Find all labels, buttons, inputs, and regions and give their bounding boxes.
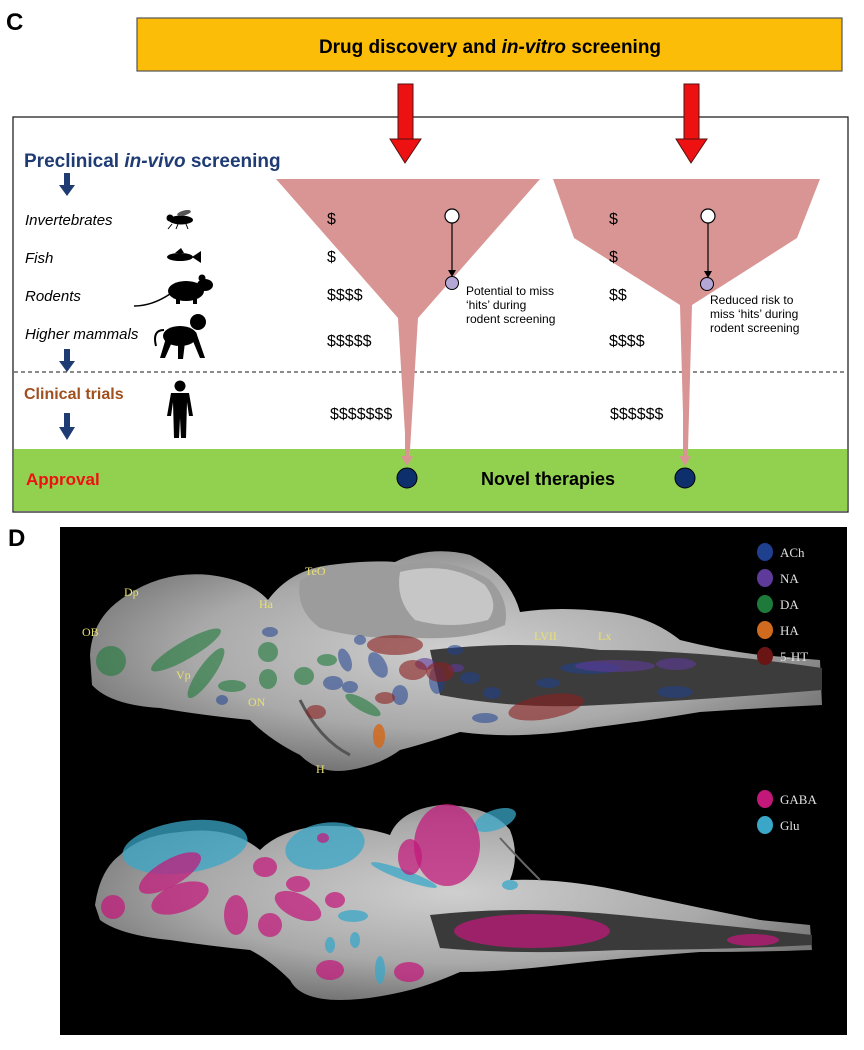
region-label-h: H [316, 762, 325, 776]
cost-right-clinical: $$$$$$ [610, 406, 663, 423]
legend-label-da: DA [780, 597, 799, 612]
legend-swatch-da [757, 595, 773, 613]
legend-swatch-ach [757, 543, 773, 561]
legend-swatch-glu [757, 816, 773, 834]
cost-right-higher-mammals: $$$$ [609, 333, 645, 350]
region-label-teo: TeO [305, 564, 326, 578]
red-arrow-right [675, 83, 708, 164]
cost-left-invertebrates: $ [327, 211, 336, 228]
cost-right-fish: $ [609, 249, 618, 266]
note-right-line-2: miss ‘hits’ during [710, 307, 798, 321]
rodent-icon [133, 274, 213, 307]
legend-label-na: NA [780, 571, 799, 586]
therapy-dot-left [396, 467, 418, 489]
cost-left-rodents: $$$$ [327, 287, 363, 304]
missed-hit-dot-right [700, 277, 714, 291]
brain-section-top [90, 551, 822, 771]
note-right-line-3: rodent screening [710, 321, 799, 335]
legend-swatch-5ht [757, 647, 773, 665]
neurotransmitter-overlays-top [96, 627, 696, 748]
region-label-vp: Vp [176, 668, 191, 682]
down-arrow-3 [59, 413, 75, 440]
legend-label-5ht: 5-HT [780, 649, 808, 664]
organism-higher-mammals: Higher mammals [25, 326, 139, 343]
region-label-ob: OB [82, 625, 99, 639]
organism-fish: Fish [25, 250, 53, 267]
cost-left-higher-mammals: $$$$$ [327, 333, 372, 350]
candidate-circle-right [700, 208, 716, 224]
note-left-line-2: ‘hits’ during [466, 298, 526, 312]
svg-text:Reduced risk to miss ‘hi: Reduced risk to miss ‘hits’ during roden… [710, 293, 802, 335]
funnel-left [276, 179, 540, 450]
down-arrow-2 [59, 349, 75, 372]
fish-icon [167, 248, 201, 263]
approval-label: Approval [26, 470, 100, 489]
region-label-lvii: LVII [534, 629, 557, 643]
approval-band [14, 449, 847, 511]
legend-swatch-gaba [757, 790, 773, 808]
note-left-line-3: rodent screening [466, 312, 555, 326]
organism-rodents: Rodents [25, 288, 81, 305]
note-left-line-1: Potential to miss [466, 284, 554, 298]
preclinical-heading: Preclinical in-vivo screening [24, 151, 281, 172]
funnel-right-arrowhead [679, 456, 691, 466]
red-arrow-left [389, 83, 422, 164]
novel-therapies-label: Novel therapies [481, 469, 615, 489]
cost-right-invertebrates: $ [609, 211, 618, 228]
cost-left-clinical: $$$$$$$ [330, 406, 392, 423]
cost-left-fish: $ [327, 249, 336, 266]
clinical-trials-label: Clinical trials [24, 386, 124, 403]
legend-label-glu: Glu [780, 818, 800, 833]
legend-label-gaba: GABA [780, 792, 817, 807]
panel-letter-c: C [6, 9, 23, 36]
panel-c: C Drug discovery and in-vitro screening [6, 9, 849, 513]
legend-label-ha: HA [780, 623, 799, 638]
therapy-dot-right [674, 467, 696, 489]
fly-icon [166, 209, 193, 230]
cost-right-rodents: $$ [609, 287, 627, 304]
candidate-circle-left [444, 208, 460, 224]
note-right-line-1: Reduced risk to [710, 293, 794, 307]
region-label-on: ON [248, 695, 266, 709]
panel-letter-d: D [8, 525, 25, 552]
region-label-dp: Dp [124, 585, 139, 599]
region-label-ha: Ha [259, 597, 274, 611]
discovery-banner [136, 17, 843, 72]
region-label-lx: Lx [598, 629, 611, 643]
legend-label-ach: ACh [780, 545, 805, 560]
down-arrow-1 [59, 173, 75, 196]
human-icon [167, 380, 193, 438]
funnel-left-arrowhead [401, 456, 413, 466]
legend-top: ACh NA DA HA 5-HT [757, 543, 808, 665]
organism-invertebrates: Invertebrates [25, 212, 113, 229]
banner-title: Drug discovery and in-vitro screening [319, 37, 661, 58]
legend-bottom: GABA Glu [757, 790, 817, 834]
legend-swatch-ha [757, 621, 773, 639]
neurotransmitter-overlays-bottom [101, 804, 779, 984]
legend-swatch-na [757, 569, 773, 587]
primate-icon [154, 314, 206, 359]
missed-hit-dot-left [445, 276, 459, 290]
panel-d: D TeO Dp Ha OB Vp ON H LVII Lx [8, 525, 847, 1035]
svg-text:Potential to miss ‘hits’: Potential to miss ‘hits’ during rodent s… [466, 284, 557, 326]
